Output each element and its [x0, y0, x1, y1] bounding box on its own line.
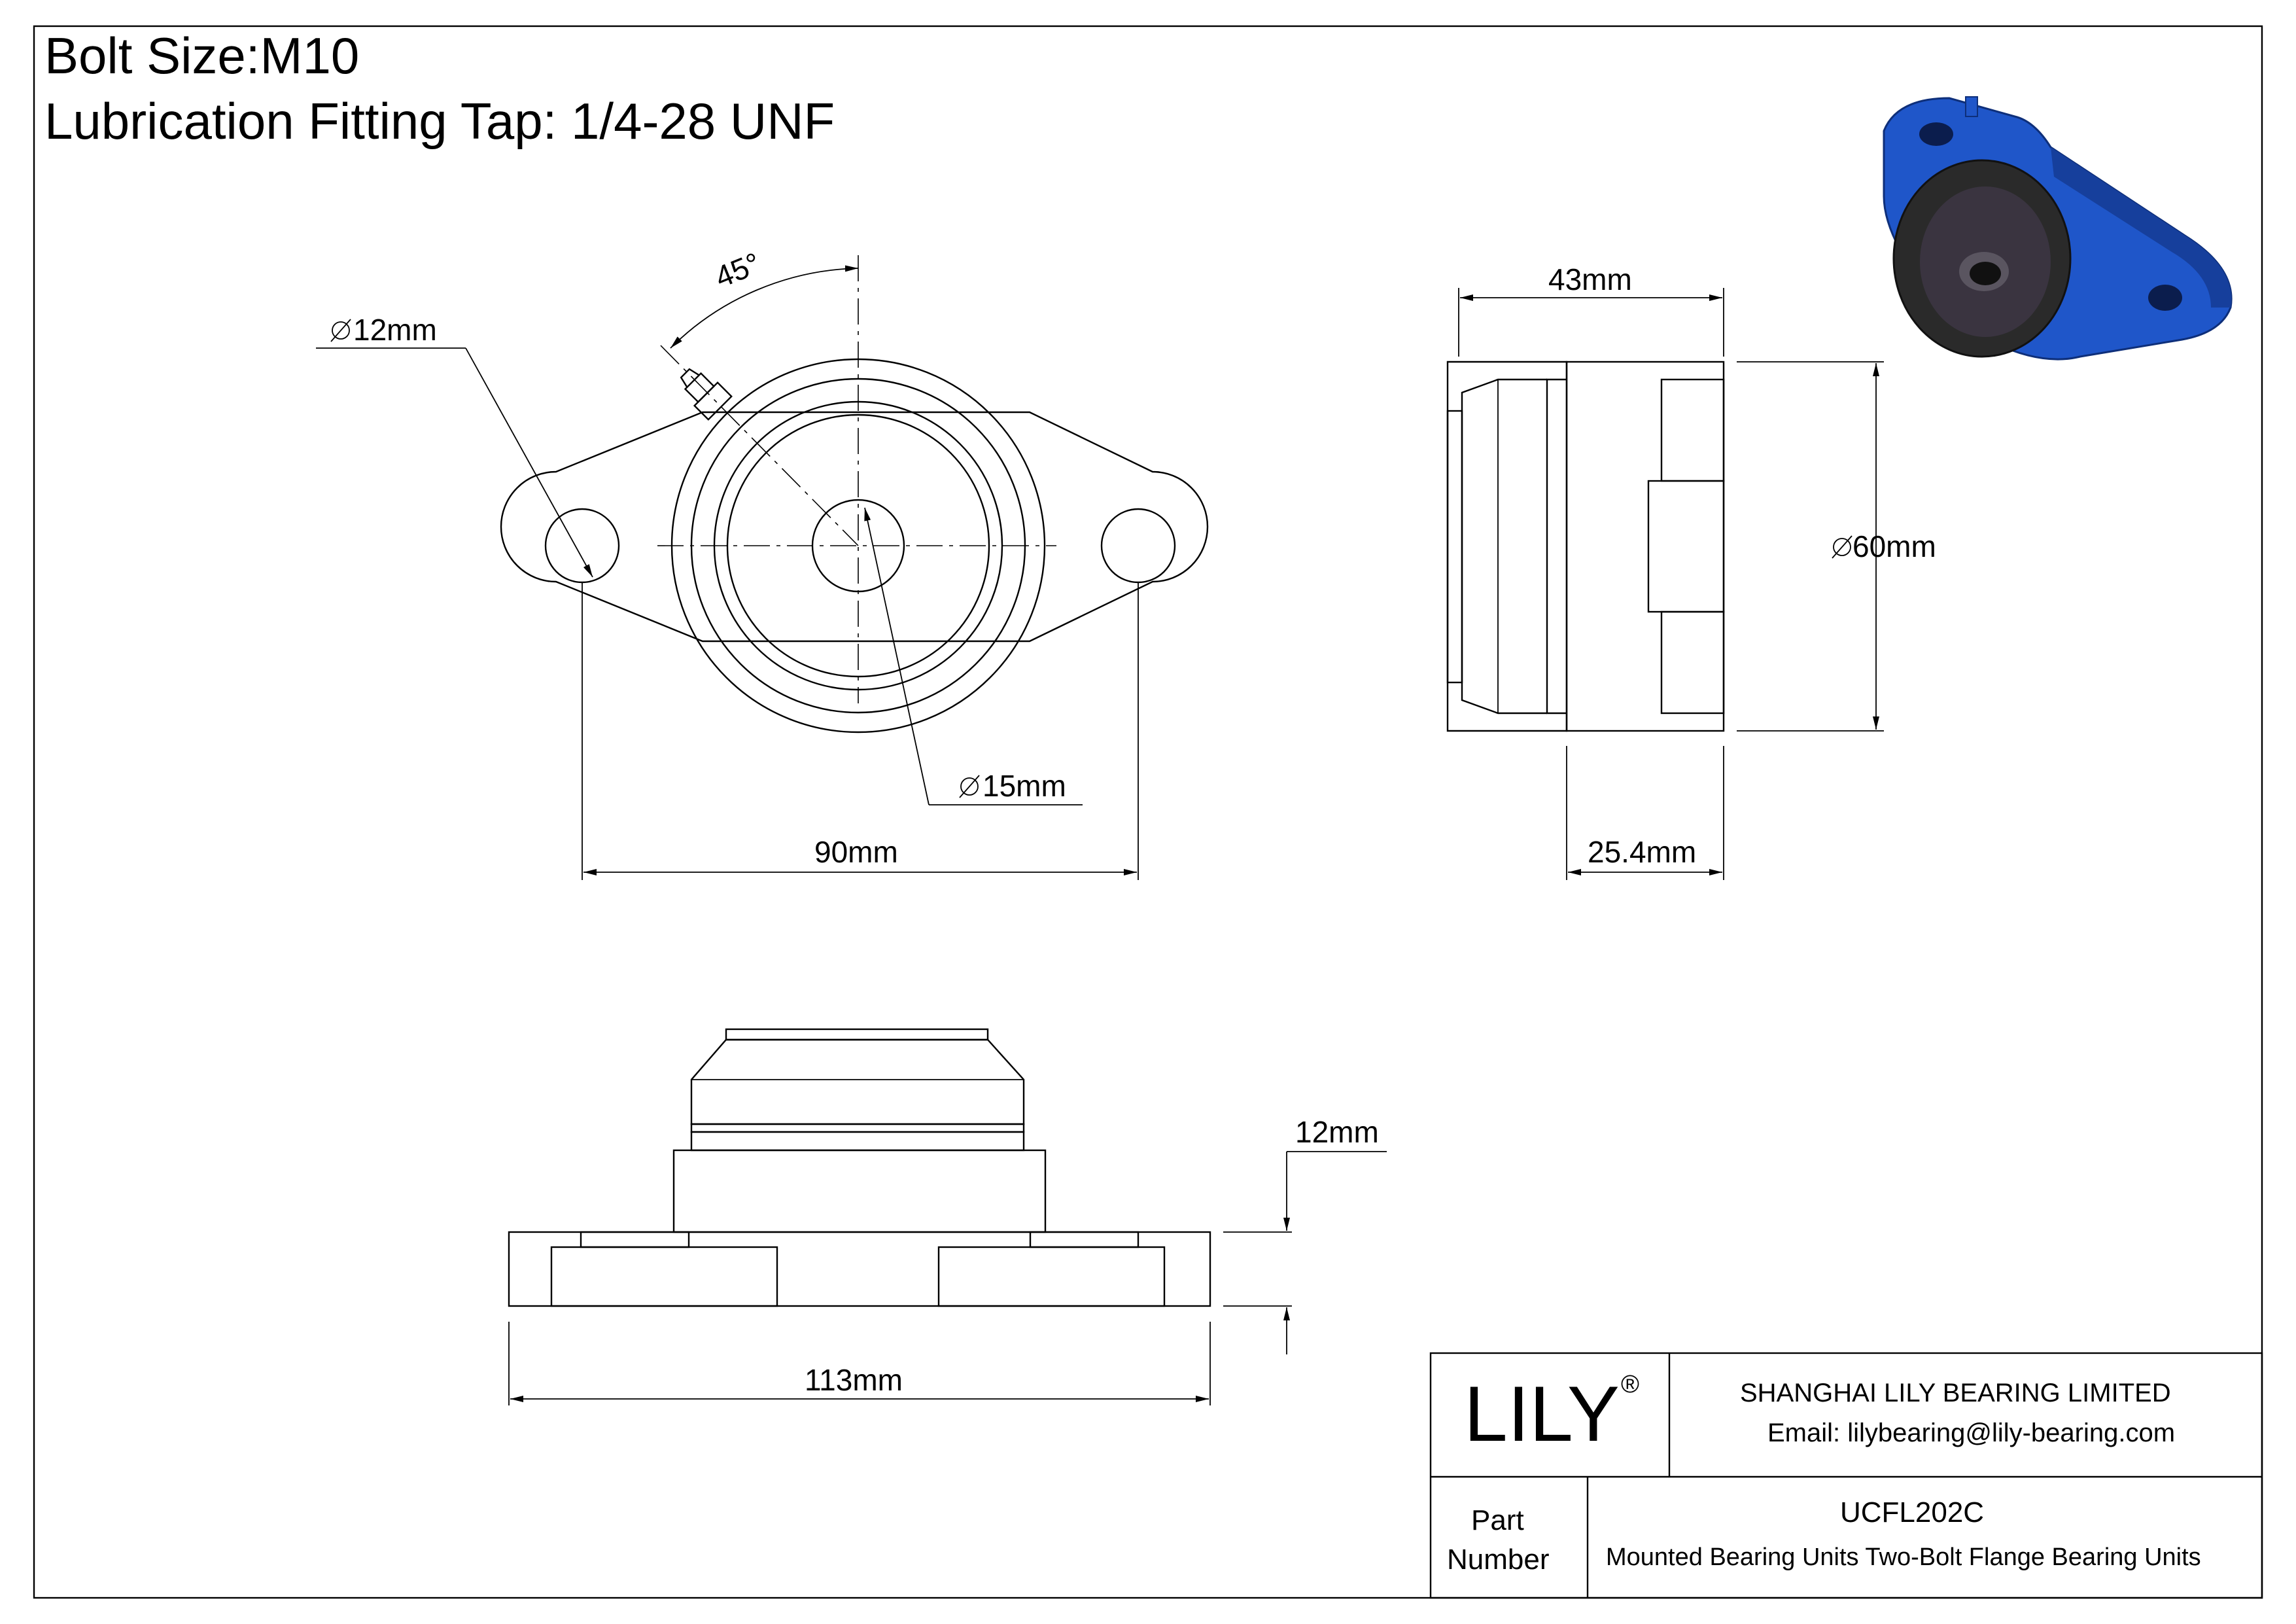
bore-dim: 15mm [864, 507, 1083, 805]
flange-base [508, 1231, 1211, 1307]
svg-text:90mm: 90mm [814, 835, 898, 869]
overall-length-label: 113mm [805, 1363, 903, 1397]
flange-thickness-label: 12mm [1295, 1115, 1379, 1149]
bolt-hole-right [1100, 508, 1176, 584]
bolt-hole-left [544, 508, 620, 584]
front-view: 45° 12mm 15mm 90mm [316, 246, 1209, 880]
lubrication-label: Lubrication Fitting Tap: 1/4-28 UNF [44, 92, 835, 150]
flange-outline [500, 411, 1209, 643]
svg-text:15mm: 15mm [983, 769, 1066, 803]
company-email: Email: lilybearing@lily-bearing.com [1767, 1419, 2175, 1447]
part-number: UCFL202C [1840, 1496, 1984, 1528]
side-view: 43mm 60mm 25.4mm [1446, 262, 1936, 880]
housing-side [1565, 361, 1725, 732]
angle-label: 45° [710, 246, 765, 294]
bolt-hole-dim: 12mm [316, 313, 593, 578]
overall-width-label: 43mm [1548, 262, 1632, 296]
inner-width-label: 25.4mm [1588, 835, 1696, 869]
registered-mark: ® [1621, 1371, 1639, 1398]
part-description: Mounted Bearing Units Two-Bolt Flange Be… [1606, 1544, 2201, 1571]
title-block: LILY ® SHANGHAI LILY BEARING LIMITED Ema… [1429, 1352, 2263, 1599]
bolt-size-label: Bolt Size:M10 [44, 27, 359, 84]
company-name: SHANGHAI LILY BEARING LIMITED [1740, 1379, 2171, 1407]
bolt-spacing-dim: 90mm [582, 582, 1139, 880]
grease-fitting [680, 368, 733, 421]
company-logo: LILY [1464, 1370, 1620, 1458]
housing-base [672, 1149, 1047, 1233]
angle-arc [670, 265, 859, 349]
bottom-view: 12mm 113mm [508, 1028, 1387, 1405]
part-label: Part [1471, 1504, 1524, 1536]
svg-text:12mm: 12mm [353, 313, 437, 347]
housing-diameter-label: 60mm [1852, 529, 1936, 563]
bearing-thumbnail [1883, 96, 2233, 361]
number-label: Number [1447, 1544, 1550, 1576]
sheet-border [33, 25, 2263, 1599]
